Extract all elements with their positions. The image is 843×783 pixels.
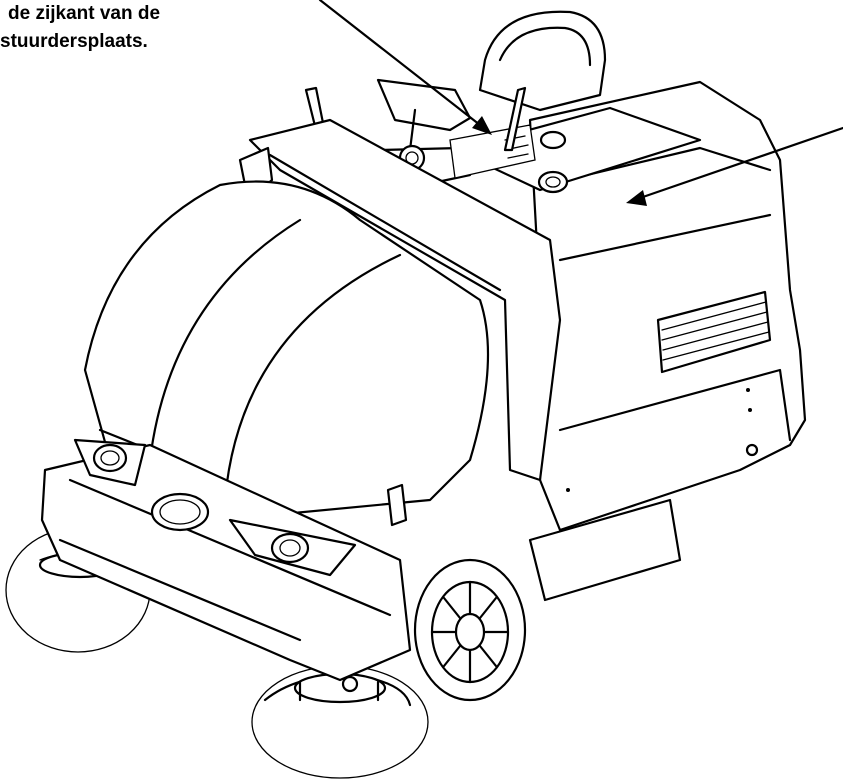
right-side-brush (251, 665, 429, 779)
callout-arrow-console (318, 0, 492, 135)
right-headlight (228, 518, 357, 577)
caption-text: de zijkant van de stuurdersplaats. (0, 0, 160, 56)
callout-arrow-hopper (626, 126, 843, 206)
caption-line-1: de zijkant van de (8, 3, 161, 24)
rear-wheel (413, 558, 527, 702)
rear-body (528, 80, 807, 602)
top-deck (453, 106, 702, 194)
operator-seat (478, 10, 607, 112)
left-headlight (73, 438, 147, 487)
caption-line-2: stuurdersplaats. (0, 31, 148, 52)
hood-latch (386, 483, 408, 527)
front-bumper (40, 443, 412, 682)
